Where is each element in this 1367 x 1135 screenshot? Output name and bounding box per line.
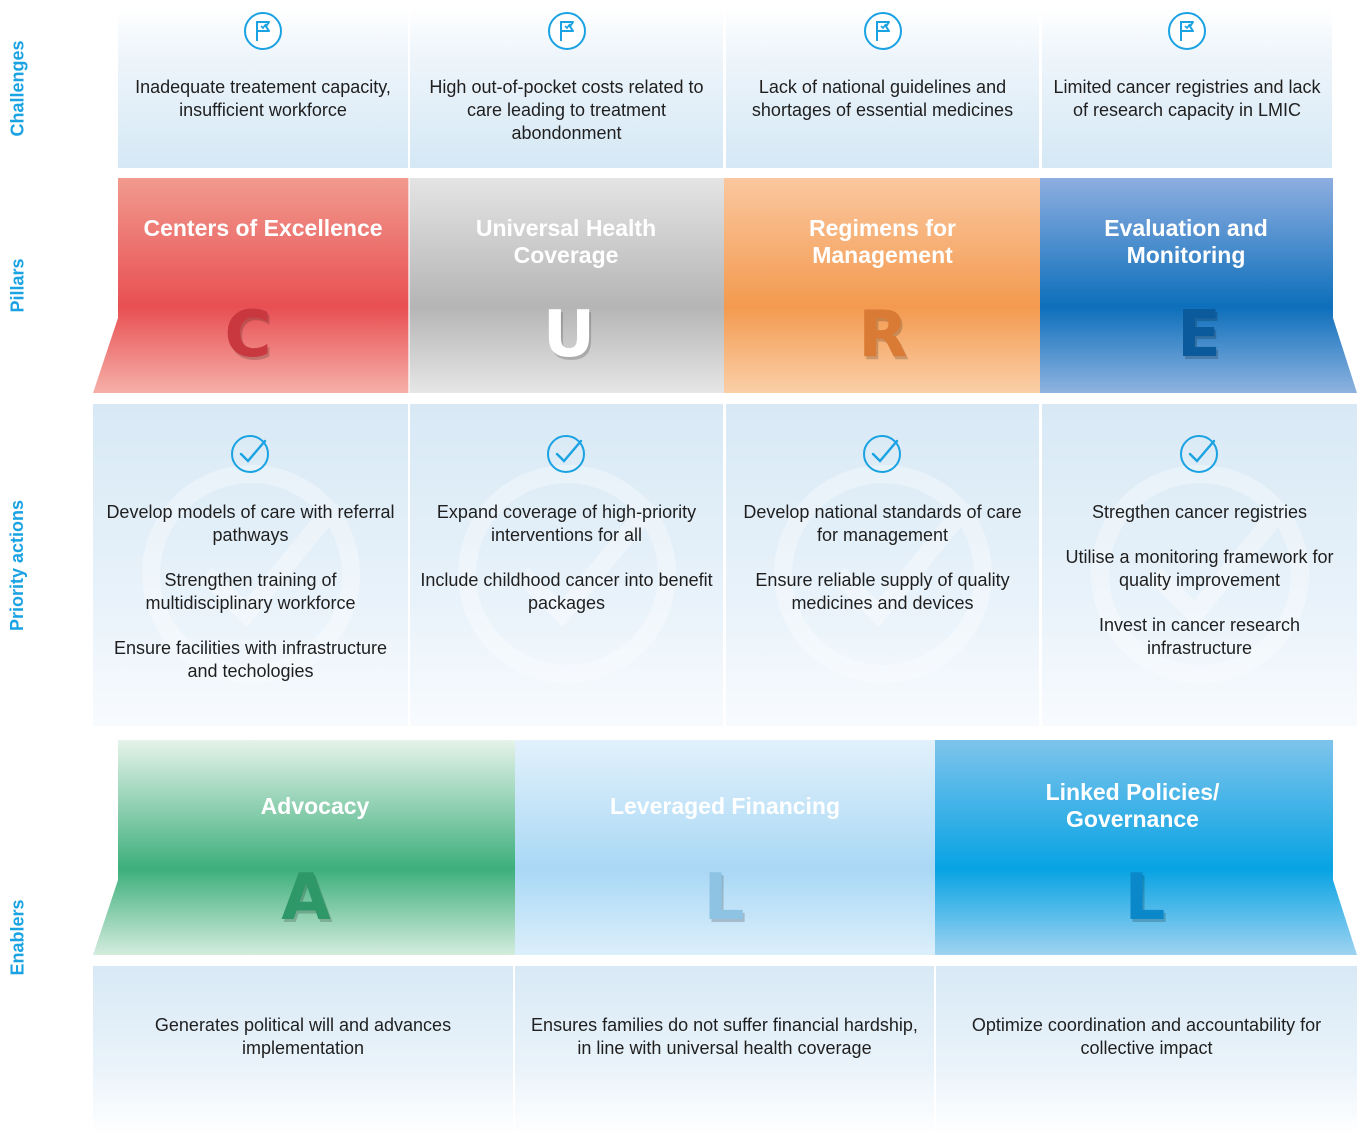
enabler-description: Optimize coordination and accountability… (971, 1015, 1322, 1058)
challenge-card: Lack of national guidelines and shortage… (726, 8, 1039, 168)
priority-action-card: Stregthen cancer registries Utilise a mo… (1042, 404, 1357, 726)
enabler-letter: A (281, 861, 331, 935)
action-item: Include childhood cancer into benefit pa… (420, 570, 713, 613)
flag-icon (1168, 12, 1206, 50)
enabler-description-card: Optimize coordination and accountability… (936, 966, 1357, 1135)
checkmark-watermark-icon (141, 465, 360, 683)
action-list: Develop models of care with referral pat… (99, 501, 402, 705)
pillar-letter: C (224, 298, 272, 372)
enablers-banner (93, 740, 1357, 955)
pillar-title: Centers of Excellence (143, 215, 383, 241)
pillar-title: Universal Health Coverage (475, 215, 657, 268)
checkmark-icon (862, 435, 901, 473)
pillar-letter: R (858, 298, 908, 372)
action-item: Ensure facilities with infrastructure an… (113, 638, 388, 681)
action-item: Develop national standards of care for m… (743, 502, 1022, 545)
enabler-title: Advocacy (260, 793, 370, 819)
action-item: Strengthen training of multidisciplinary… (145, 570, 356, 613)
challenge-card: Inadequate treatement capacity, insuffic… (118, 8, 408, 168)
enabler-title: Leveraged Financing (609, 793, 841, 819)
challenge-text: Inadequate treatement capacity, insuffic… (135, 77, 391, 120)
action-item: Stregthen cancer registries (1091, 502, 1308, 522)
pillar-title: Evaluation and Monitoring (1104, 215, 1268, 268)
checkmark-icon (546, 435, 585, 473)
pillar-letter: E (1177, 298, 1221, 372)
enabler-description: Ensures families do not suffer financial… (531, 1015, 918, 1058)
checkmark-watermark-icon (773, 465, 992, 683)
challenge-text: Lack of national guidelines and shortage… (751, 77, 1014, 120)
priority-action-card: Expand coverage of high-priority interve… (410, 404, 723, 726)
pillar-title: Regimens for Management (809, 215, 956, 268)
priority-action-card: Develop national standards of care for m… (726, 404, 1039, 726)
pillar-band (409, 178, 724, 393)
enabler-band (935, 740, 1357, 955)
action-list: Expand coverage of high-priority interve… (416, 501, 717, 637)
challenge-card: High out-of-pocket costs related to care… (410, 8, 723, 168)
priority-action-card: Develop models of care with referral pat… (93, 404, 408, 726)
enabler-description: Generates political will and advances im… (154, 1015, 452, 1058)
challenge-text: Limited cancer registries and lack of re… (1053, 77, 1321, 120)
pillar-letter: U (543, 298, 595, 372)
enabler-title: Linked Policies/ Governance (1045, 779, 1220, 832)
checkmark-icon (1179, 435, 1218, 473)
checkmark-watermark-icon (457, 465, 676, 683)
enabler-band (515, 740, 935, 955)
action-item: Ensure reliable supply of quality medici… (755, 570, 1010, 613)
enabler-letter: L (703, 861, 745, 935)
enabler-letter: L (1124, 861, 1166, 935)
action-item: Invest in cancer research infrastructure (1098, 615, 1301, 658)
action-item: Utilise a monitoring framework for quali… (1065, 547, 1334, 590)
pillars-banner (93, 178, 1357, 393)
pillar-band (93, 178, 409, 393)
challenge-card: Limited cancer registries and lack of re… (1042, 8, 1332, 168)
enabler-description-card: Ensures families do not suffer financial… (515, 966, 934, 1135)
action-item: Develop models of care with referral pat… (106, 502, 395, 545)
pillar-band (1040, 178, 1357, 393)
action-list: Stregthen cancer registries Utilise a mo… (1048, 501, 1351, 682)
flag-icon (863, 12, 902, 50)
flag-icon (244, 12, 282, 50)
enabler-band (93, 740, 515, 955)
checkmark-watermark-icon (1090, 465, 1309, 683)
checkmark-icon (230, 435, 269, 473)
enabler-description-card: Generates political will and advances im… (93, 966, 513, 1135)
action-list: Develop national standards of care for m… (732, 501, 1033, 637)
action-item: Expand coverage of high-priority interve… (436, 502, 697, 545)
pillar-band (724, 178, 1040, 393)
challenge-text: High out-of-pocket costs related to care… (429, 77, 704, 143)
flag-icon (547, 12, 586, 50)
